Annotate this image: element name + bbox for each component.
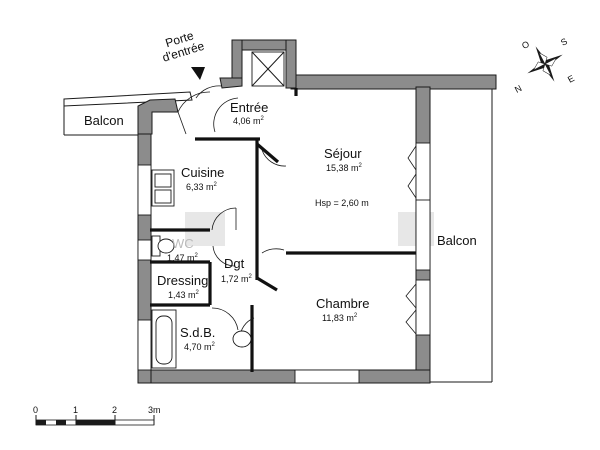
scale-tick-2: 2 [112, 405, 118, 415]
area-unit: 2 [358, 163, 362, 169]
area-unit: 2 [213, 182, 217, 188]
area-unit: 2 [353, 313, 358, 319]
area-value: 15,38 m [326, 163, 359, 173]
area-value: 1,43 m [168, 290, 196, 300]
wc-toilet [151, 235, 175, 257]
scale-tick-0: 0 [33, 405, 39, 415]
ceiling-height: Hsp = 2,60 m [315, 198, 369, 208]
room-name-cuisine: Cuisine [181, 165, 225, 180]
room-area-dressing: 1,43 m2 [168, 290, 199, 300]
bathtub [151, 309, 177, 369]
area-value: 1,47 m [167, 253, 195, 263]
room-area-dgt: 1,72 m2 [221, 274, 252, 284]
west-balcony [63, 91, 193, 136]
scale-tick-1: 1 [73, 405, 79, 415]
room-name-sdb: S.d.B. [180, 325, 216, 340]
scale-bar [35, 415, 155, 426]
room-name-entree: Entrée [230, 100, 269, 115]
doors [177, 85, 287, 339]
area-unit: 2 [211, 342, 215, 348]
area-unit: 2 [195, 290, 199, 296]
area-value: 6,33 m [186, 182, 214, 192]
area-value: 11,83 m [322, 313, 354, 323]
entry-closet [251, 51, 285, 87]
room-name-chambre: Chambre [316, 296, 370, 311]
kitchen-sink [151, 169, 175, 207]
room-name-dressing: Dressing [157, 273, 209, 288]
room-area-cuisine: 6,33 m2 [186, 182, 217, 192]
room-name-balcon-west: Balcon [84, 113, 124, 128]
area-unit: 2 [260, 116, 264, 122]
room-name-sejour: Séjour [324, 146, 362, 161]
room-name-dgt: Dgt [224, 256, 245, 271]
area-value: 4,70 m [184, 342, 212, 352]
area-value: 1,72 m [221, 274, 249, 284]
scale-tick-3: 3m [148, 405, 161, 415]
room-name-balcon-east: Balcon [437, 233, 477, 248]
watermark [185, 212, 434, 246]
room-area-wc: 1,47 m2 [167, 253, 198, 263]
area-unit: 2 [194, 253, 198, 259]
compass-rose [527, 46, 563, 82]
room-area-sejour: 15,38 m2 [326, 163, 362, 173]
room-area-sdb: 4,70 m2 [184, 342, 215, 352]
washbasin [232, 330, 252, 348]
area-value: 4,06 m [233, 116, 261, 126]
room-name-wc: WC [172, 236, 194, 251]
room-area-entree: 4,06 m2 [233, 116, 264, 126]
interior-partitions [150, 88, 418, 372]
room-area-chambre: 11,83 m2 [322, 313, 357, 323]
windows [137, 142, 431, 384]
area-unit: 2 [248, 274, 252, 280]
entrance-arrow-icon [191, 67, 205, 80]
